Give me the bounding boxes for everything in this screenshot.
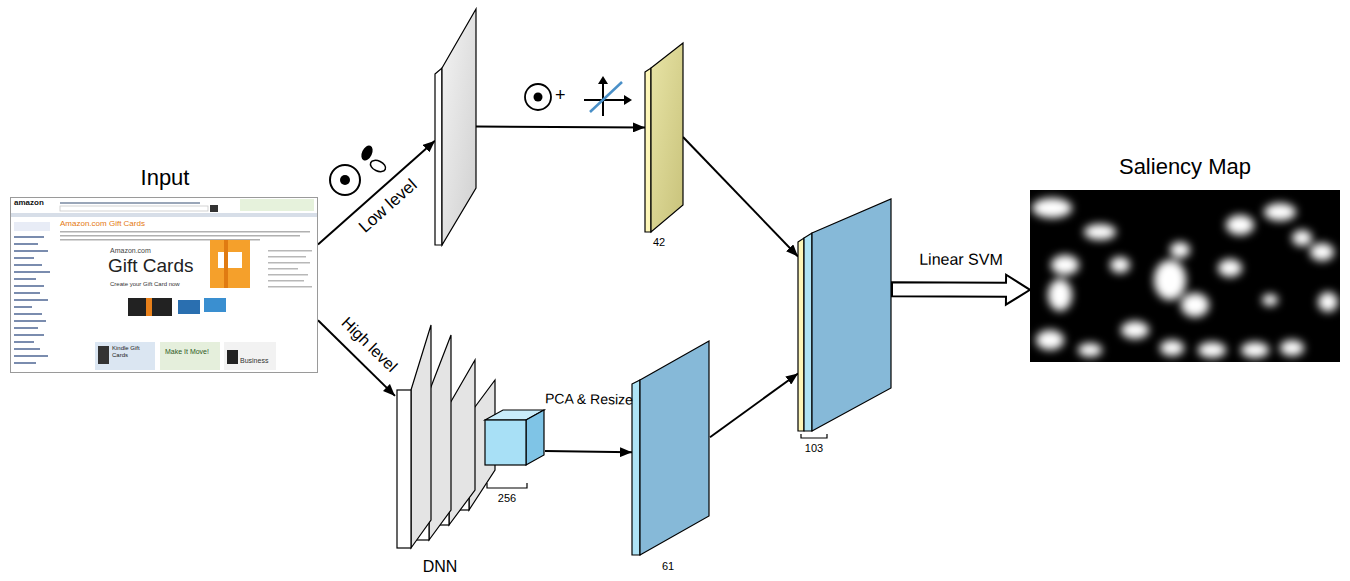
tile-text: Kindle Gift Cards xyxy=(112,345,152,359)
dnn-stack: DNN256 xyxy=(395,320,545,550)
map-heading: Saliency Map xyxy=(1119,154,1251,179)
edge-label: Linear SVM xyxy=(919,250,1003,269)
page-title-wrap: Gift Cards xyxy=(108,255,194,277)
plus-sign-wrap: + xyxy=(555,85,566,106)
low-level-features: 42 xyxy=(645,42,683,232)
edge-label-wrap: High level xyxy=(338,314,401,376)
plus-sign: + xyxy=(555,85,566,106)
eye-symbol xyxy=(330,144,387,195)
page-text-wrap: Amazon.com xyxy=(110,247,151,255)
edge-label: Low level xyxy=(355,175,421,237)
arrow-connector xyxy=(318,141,435,245)
page-text: Amazon.com xyxy=(110,247,151,255)
combined-features-shape xyxy=(798,198,892,432)
page-heading-wrap: Amazon.com Gift Cards xyxy=(60,219,145,228)
low-level-map-shape xyxy=(435,8,476,245)
arrow-connector xyxy=(710,374,798,438)
logo-text-wrap: amazon xyxy=(14,198,44,207)
page-heading: Amazon.com Gift Cards xyxy=(60,219,145,228)
saliency-map: Saliency Map xyxy=(1030,190,1340,362)
arrow-connector xyxy=(476,127,645,128)
tile-text: Business xyxy=(240,357,268,365)
input-heading-wrap: Input xyxy=(141,165,190,190)
center-surround-symbol xyxy=(525,84,551,110)
page-text: Create your Gift Card now xyxy=(110,281,180,288)
dnn-stack-shape xyxy=(395,320,545,550)
high-level-features: 61 xyxy=(632,340,710,556)
arrow-connector xyxy=(683,137,798,257)
combined-features: 103 xyxy=(798,198,892,432)
orientation-symbol xyxy=(584,76,632,116)
tile-text-wrap: Business xyxy=(240,357,268,365)
channel-count-wrap: 256 xyxy=(498,492,516,505)
saliency-map-shape xyxy=(1030,190,1340,362)
high-level-features-shape xyxy=(632,340,710,556)
edge-label-wrap: PCA & Resize xyxy=(545,390,633,407)
channel-count: 103 xyxy=(805,442,823,455)
input-heading: Input xyxy=(141,165,190,190)
dnn-heading: DNN xyxy=(423,558,458,576)
edge-label: High level xyxy=(338,314,401,376)
tile-text: Make It Move! xyxy=(165,348,209,356)
channel-count: 61 xyxy=(662,560,674,573)
page-text-wrap: Create your Gift Card now xyxy=(110,281,180,288)
channel-count-wrap: 61 xyxy=(662,560,674,573)
channel-count-wrap: 42 xyxy=(653,236,665,249)
page-title: Gift Cards xyxy=(108,255,194,277)
tile-text-wrap: Make It Move! xyxy=(165,348,209,356)
channel-count: 256 xyxy=(498,492,516,505)
arrow-connector xyxy=(545,451,632,452)
channel-count-wrap: 103 xyxy=(805,442,823,455)
webpage-screenshot xyxy=(10,197,318,373)
edge-label-wrap: Linear SVM xyxy=(919,250,1003,269)
low-level-features-shape xyxy=(645,42,683,232)
channel-count: 42 xyxy=(653,236,665,249)
tile-text-wrap: Kindle Gift Cards xyxy=(112,345,152,359)
map-heading-wrap: Saliency Map xyxy=(1119,154,1251,179)
hollow-arrow xyxy=(892,275,1030,305)
edge-label: PCA & Resize xyxy=(545,390,633,407)
dnn-heading-wrap: DNN xyxy=(423,558,458,576)
edge-label-wrap: Low level xyxy=(355,175,421,237)
low-level-map xyxy=(435,8,476,245)
logo-text: amazon xyxy=(14,198,44,207)
